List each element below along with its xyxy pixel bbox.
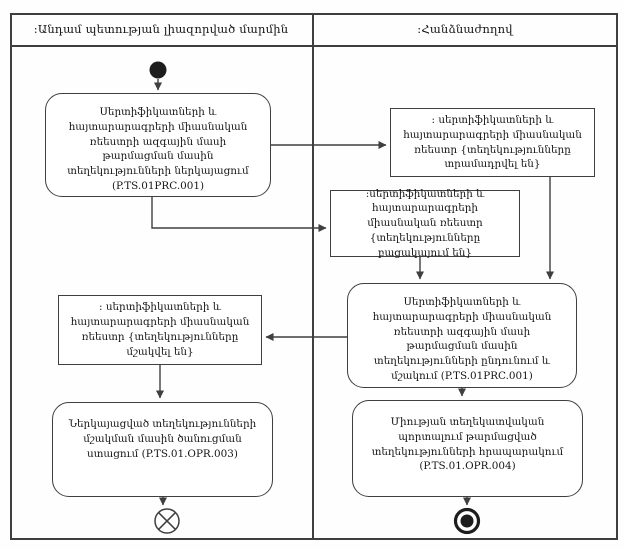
- activity-box-receive-and-process: Սերտիֆիկատների և հայտարարագրերի միասնակա…: [347, 283, 577, 388]
- swimlane-divider: [312, 13, 314, 540]
- activity-label: Ներկայացված տեղեկությունների մշակման մաս…: [68, 418, 257, 460]
- activity-box-publish-updated-information: Միության տեղեկատվական պորտալում թարմացվա…: [352, 400, 583, 497]
- diagram-frame: [10, 13, 618, 540]
- swimlane-title: :Անդամ պետության լիազորված մարմին: [33, 22, 289, 36]
- swimlane-header-authorized-body: :Անդամ պետության լիազորված մարմին: [10, 13, 312, 45]
- swimlane-header-commission: :Հանձնաժողով: [312, 13, 618, 45]
- object-label: : սերտիֆիկատների և հայտարարագրերի միասնա…: [70, 301, 250, 358]
- object-label: :սերտիֆիկատների և հայտարարագրերի միասնակ…: [365, 187, 485, 259]
- activity-label: Միության տեղեկատվական պորտալում թարմացվա…: [371, 416, 564, 473]
- activity-box-submit-information: Սերտիֆիկատների և հայտարարագրերի միասնակա…: [45, 93, 271, 197]
- activity-box-receive-notification: Ներկայացված տեղեկությունների մշակման մաս…: [52, 402, 273, 497]
- activity-label: Սերտիֆիկատների և հայտարարագրերի միասնակա…: [372, 296, 552, 382]
- swimlane-header-separator: [10, 45, 618, 47]
- object-label: : սերտիֆիկատների և հայտարարագրերի միասնա…: [403, 113, 582, 171]
- object-node-information-processed: : սերտիֆիկատների և հայտարարագրերի միասնա…: [58, 295, 262, 365]
- object-node-information-missing: :սերտիֆիկատների և հայտարարագրերի միասնակ…: [330, 188, 520, 259]
- activity-label: Սերտիֆիկատների և հայտարարագրերի միասնակա…: [67, 106, 249, 192]
- swimlane-title: :Հանձնաժողով: [417, 22, 513, 36]
- object-node-information-provided: : սերտիֆիկատների և հայտարարագրերի միասնա…: [390, 108, 595, 177]
